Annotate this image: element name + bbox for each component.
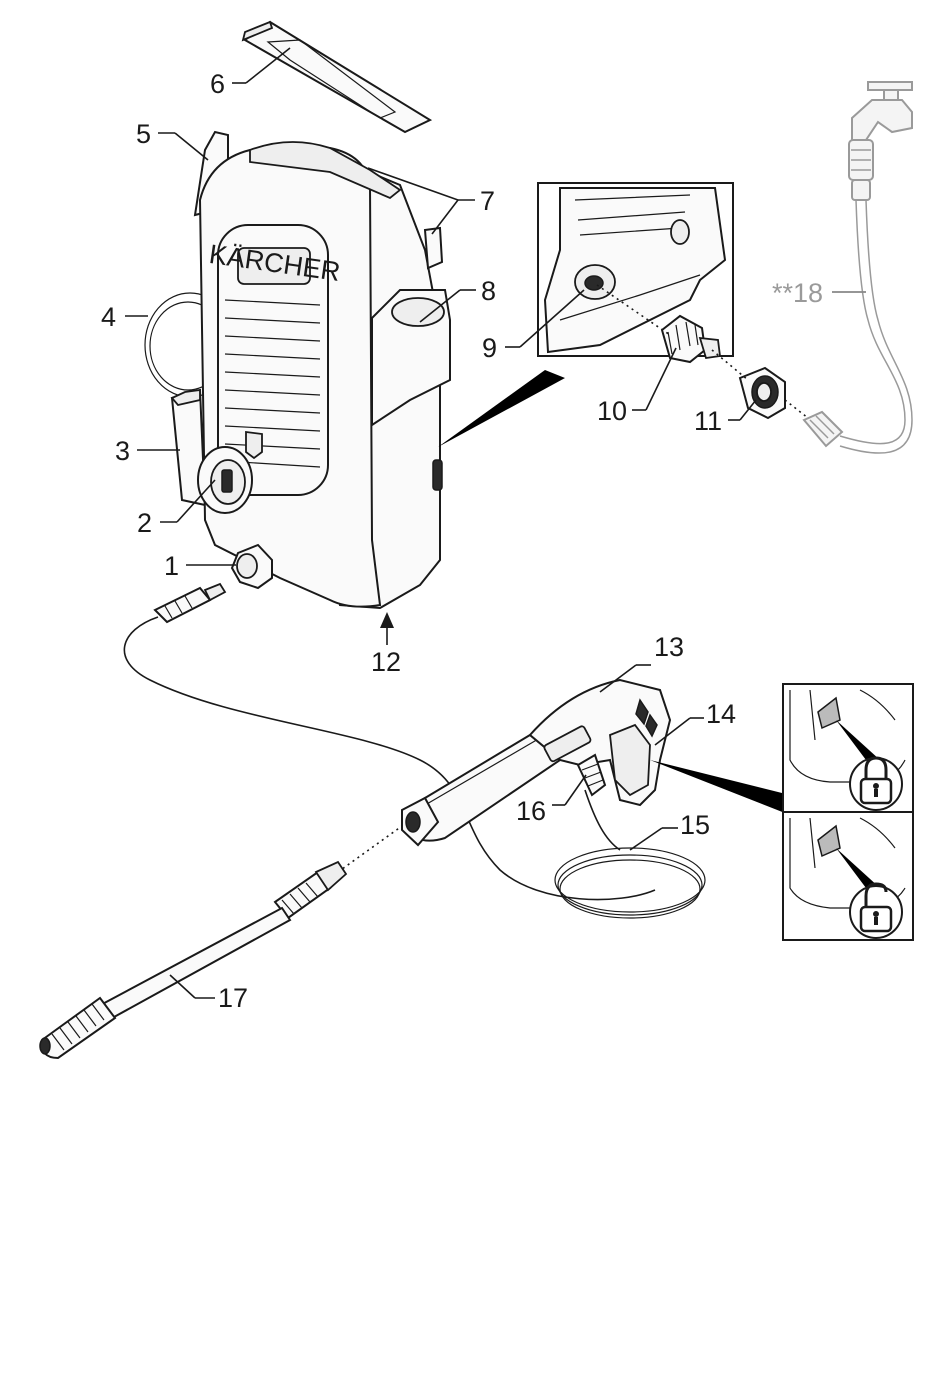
callout-15: 15 <box>680 810 710 840</box>
callout-3: 3 <box>115 436 130 466</box>
pressure-washer-body: KÄRCHER <box>198 142 450 608</box>
callout-11: 11 <box>694 406 722 436</box>
callout-4: 4 <box>101 302 116 332</box>
detail-pointer <box>438 370 565 447</box>
callout-10: 10 <box>597 396 627 426</box>
lock-pointer <box>650 760 790 815</box>
callout-16: 16 <box>516 796 546 826</box>
callout-14: 14 <box>706 699 736 729</box>
spray-lance <box>40 826 402 1058</box>
arrow-12 <box>380 612 394 628</box>
callout-8: 8 <box>481 276 496 306</box>
garden-hose-tap <box>804 82 912 453</box>
callout-9: 9 <box>482 333 497 363</box>
callout-7: 7 <box>480 186 495 216</box>
callout-12: 12 <box>371 647 401 677</box>
callout-17: 17 <box>218 983 248 1013</box>
padlock-closed-icon <box>850 758 902 810</box>
cover-strip <box>243 22 430 132</box>
callout-6: 6 <box>210 69 225 99</box>
callout-5: 5 <box>136 119 151 149</box>
padlock-open-icon <box>850 884 902 938</box>
callout-13: 13 <box>654 632 684 662</box>
water-inlet-detail <box>538 183 733 356</box>
callout-1: 1 <box>164 551 179 581</box>
callout-18: **18 <box>772 278 823 308</box>
callout-2: 2 <box>137 508 152 538</box>
